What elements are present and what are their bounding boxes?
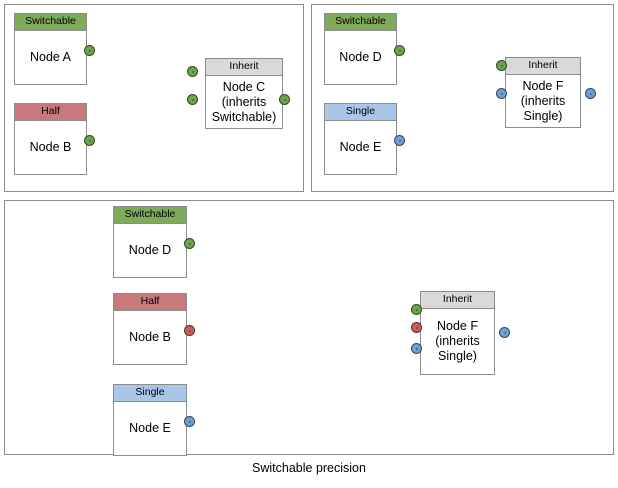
port-node-e2-out[interactable] [184,416,195,427]
port-node-b2-out[interactable] [184,325,195,336]
port-node-f2-in-1[interactable] [411,304,422,315]
node-d-label: Node D [339,50,382,64]
port-node-f-out[interactable] [585,88,596,99]
node-e[interactable]: Single Node E [324,103,397,175]
panel-bottom [4,200,614,455]
node-f-label: Node F (inherits Single) [520,78,566,123]
port-node-f-in-2[interactable] [496,88,507,99]
node-b-header: Half [15,104,86,121]
node-a-header: Switchable [15,14,86,31]
node-f2[interactable]: Inherit Node F (inherits Single) [420,291,495,375]
node-f-header: Inherit [506,58,580,75]
node-b2-label: Node B [129,330,171,344]
port-node-d-out[interactable] [394,45,405,56]
node-d2-label: Node D [128,243,172,257]
node-d[interactable]: Switchable Node D [324,13,397,85]
node-c-header: Inherit [206,59,282,76]
diagram-caption: Switchable precision [252,461,366,475]
node-f[interactable]: Inherit Node F (inherits Single) [505,57,581,128]
port-node-b-out[interactable] [84,135,95,146]
node-b-label: Node B [29,140,72,154]
node-d2[interactable]: Switchable Node D [113,206,187,278]
port-node-f2-in-2[interactable] [411,322,422,333]
port-node-c-in-2[interactable] [187,94,198,105]
port-node-f2-out[interactable] [499,327,510,338]
port-node-c-out[interactable] [279,94,290,105]
node-e2-header: Single [114,385,186,402]
port-node-f-in-1[interactable] [496,60,507,71]
port-node-f2-in-3[interactable] [411,343,422,354]
node-c-label: Node C (inherits Switchable) [211,79,277,124]
node-e2[interactable]: Single Node E [113,384,187,456]
node-b[interactable]: Half Node B [14,103,87,175]
node-d2-header: Switchable [114,207,186,224]
port-node-d2-out[interactable] [184,238,195,249]
node-e-header: Single [325,104,396,121]
port-node-c-in-1[interactable] [187,66,198,77]
node-e-label: Node E [339,140,382,154]
node-e2-label: Node E [129,421,171,435]
node-c[interactable]: Inherit Node C (inherits Switchable) [205,58,283,129]
node-f2-label: Node F (inherits Single) [435,319,480,363]
node-a-label: Node A [29,50,71,64]
node-f2-header: Inherit [421,292,494,309]
node-d-header: Switchable [325,14,396,31]
port-node-e-out[interactable] [394,135,405,146]
node-a[interactable]: Switchable Node A [14,13,87,85]
node-b2-header: Half [114,294,186,311]
node-b2[interactable]: Half Node B [113,293,187,365]
port-node-a-out[interactable] [84,45,95,56]
